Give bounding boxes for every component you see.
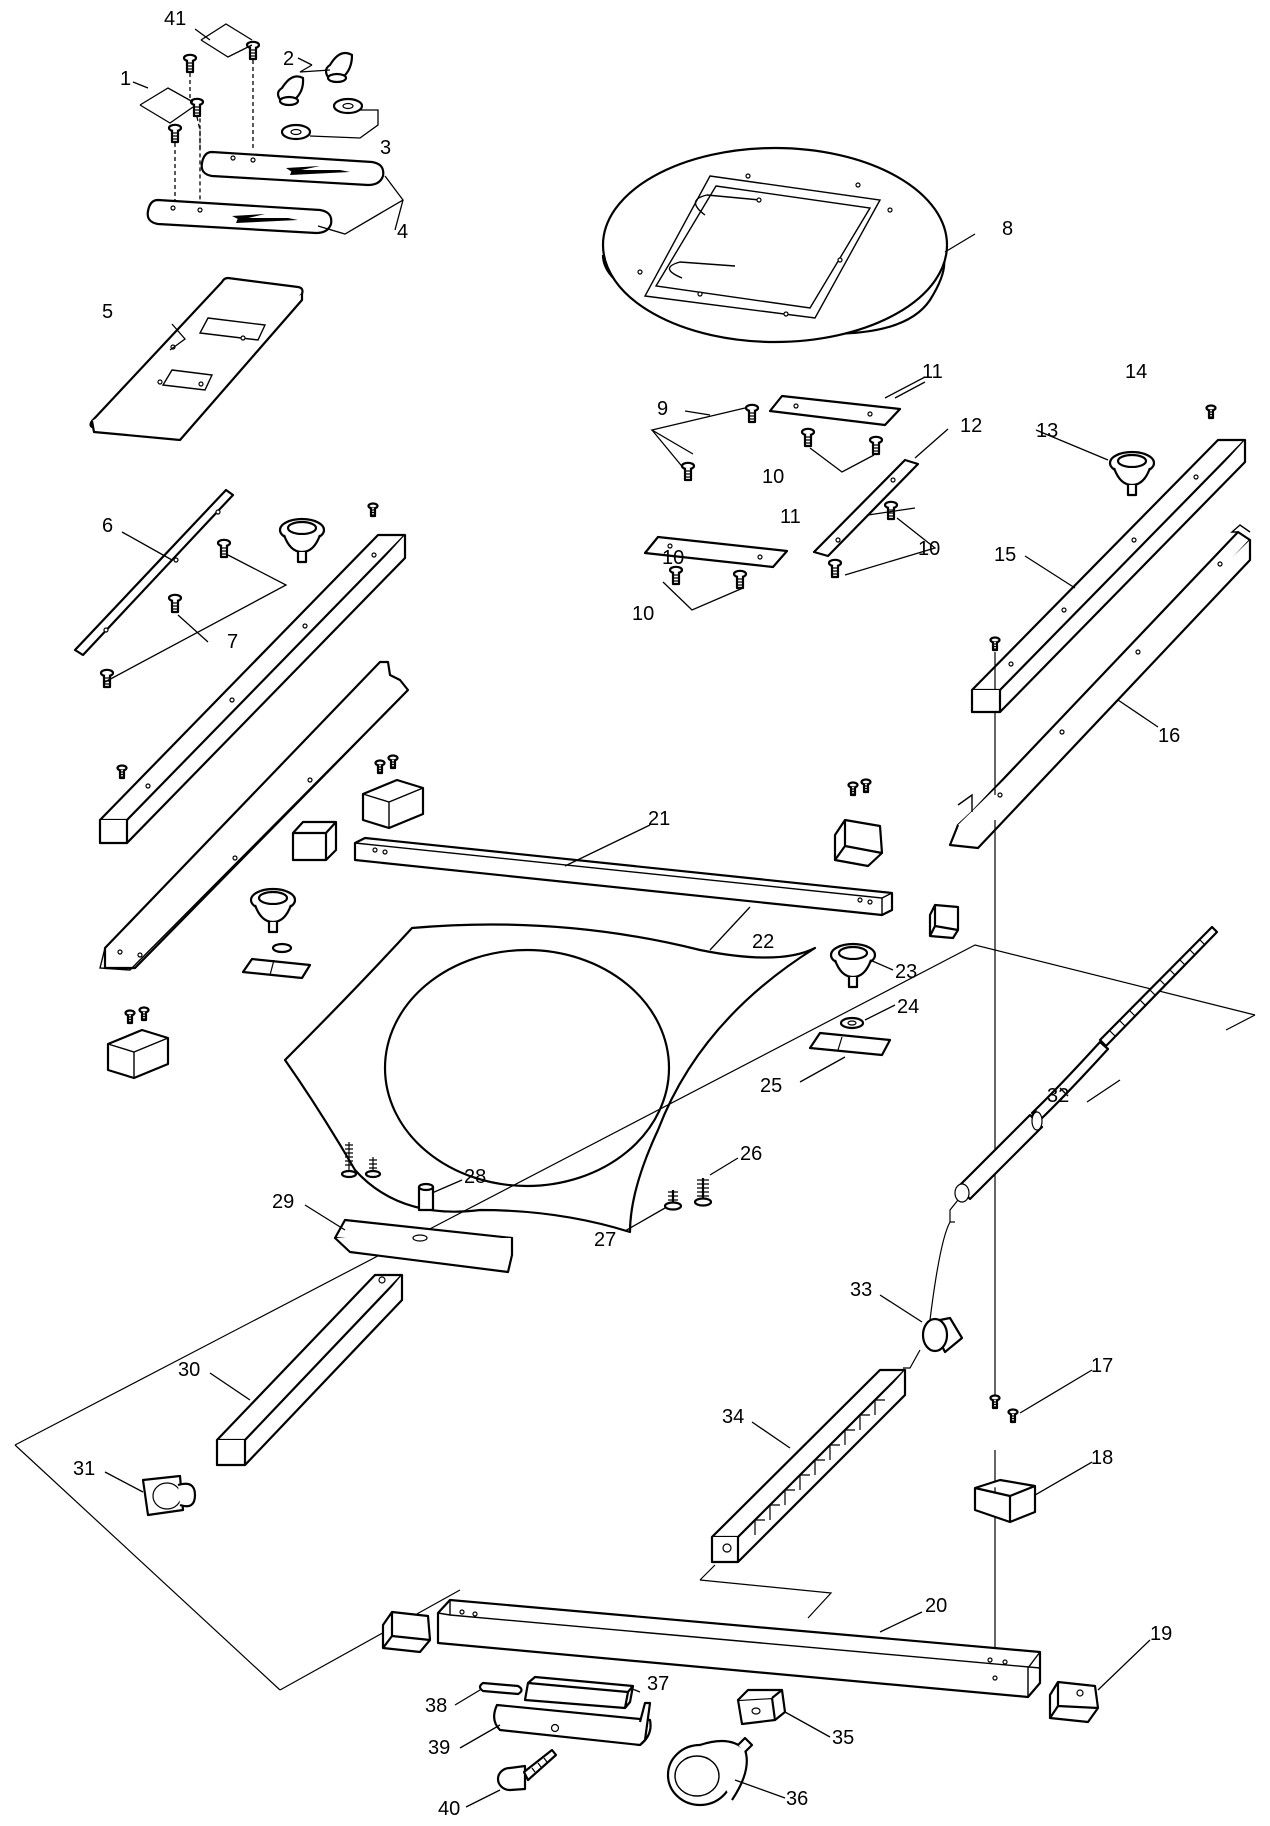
callout-31: 31 [73,1458,95,1480]
callout-38: 38 [425,1695,447,1717]
part-24-washer [839,1016,865,1030]
part-21-crossbar [353,836,894,917]
callout-7: 7 [227,631,238,653]
part-19-end-cap [1048,1680,1100,1724]
part-40-thumb-screw [496,1748,558,1792]
left-upper-rail [98,502,407,845]
right-blocks [833,778,960,940]
callout-labels: 41 1 2 3 4 5 6 7 8 9 10 11 12 13 14 15 1… [73,8,1180,1820]
callout-5: 5 [102,301,113,323]
part-22-mat [283,923,817,1234]
part-4-slotted-plates [146,150,404,235]
left-end-cap [381,1610,432,1654]
callout-33: 33 [850,1279,872,1301]
part-12-bracket-vertical [812,458,937,579]
callout-10-b: 10 [918,538,940,560]
part-18-block [973,1394,1037,1524]
callout-25: 25 [760,1075,782,1097]
part-14-screw [1205,404,1217,420]
callout-16: 16 [1158,725,1180,747]
left-foot [278,517,326,564]
callout-14: 14 [1125,361,1147,383]
part-15-rail [970,438,1247,714]
mid-foot [241,887,312,980]
callout-20: 20 [925,1595,947,1617]
callout-36: 36 [786,1788,808,1810]
part-1-screws [139,87,205,210]
part-17-screw [1007,1408,1019,1424]
part-8-round-table [601,146,949,344]
part-32-threaded-rod [954,925,1219,1203]
part-41-screws [182,23,261,210]
part-33-bushing [903,1316,964,1369]
callout-17: 17 [1091,1355,1113,1377]
callout-32: 32 [1047,1085,1069,1107]
part-39-clamp [493,1701,652,1747]
callout-8: 8 [1002,218,1013,240]
part-9-screws [650,403,760,482]
callout-34: 34 [722,1406,744,1428]
part-31-knob [141,1474,197,1517]
part-11-bracket-upper [768,394,902,427]
part-28-pin [417,1182,435,1212]
callout-4: 4 [397,221,408,243]
part-6-bracket [73,488,235,657]
callout-9: 9 [657,398,668,420]
part-7-screws [99,538,288,689]
guide-line-32-33 [929,1199,959,1321]
left-channel-rail [99,660,410,971]
part-30-bar [215,1273,404,1467]
part-11-bracket-lower [643,535,789,611]
callout-9-screws-b: 10 [662,547,684,569]
callout-22: 22 [752,931,774,953]
part-2-wing-nuts [276,51,354,107]
callout-18: 18 [1091,1447,1113,1469]
part-25-plate [808,1031,892,1057]
callout-1: 1 [120,68,131,90]
callout-21: 21 [648,808,670,830]
callout-26: 26 [740,1143,762,1165]
callout-23: 23 [895,961,917,983]
callout-35: 35 [832,1727,854,1749]
part-36-knob [666,1736,754,1807]
callout-12: 12 [960,415,982,437]
callout-2: 2 [283,48,294,70]
part-26-27-screws [340,1142,713,1211]
callout-19: 19 [1150,1623,1172,1645]
callout-29: 29 [272,1191,294,1213]
part-3-washers [280,97,379,141]
callout-13: 13 [1036,420,1058,442]
part-10-screws-a [800,427,884,473]
callout-11-b: 11 [780,506,801,528]
part-38-pin [478,1681,523,1696]
callout-10-c: 10 [632,603,654,625]
part-23-foot [829,942,877,989]
callout-3: 3 [380,137,391,159]
callout-leaders [104,28,1159,1808]
callout-24: 24 [897,996,919,1018]
callout-6: 6 [102,515,113,537]
callout-41: 41 [164,8,186,30]
part-29-clip [333,1218,514,1274]
callout-39: 39 [428,1737,450,1759]
part-16-channel-rail [948,524,1252,850]
callout-11-a: 11 [922,361,943,383]
rail-screw [989,636,1001,795]
callout-37: 37 [647,1673,669,1695]
callout-40: 40 [438,1798,460,1820]
callout-28: 28 [464,1166,486,1188]
part-5-base-plate [89,276,304,442]
callout-30: 30 [178,1359,200,1381]
part-34-rack-bar [699,1368,907,1619]
part-20-bottom-bar [436,1598,1042,1699]
callout-15: 15 [994,544,1016,566]
part-37-pad [523,1675,635,1710]
part-35-bracket [736,1688,787,1726]
left-blocks [106,754,425,1080]
callout-27: 27 [594,1229,616,1251]
part-13-foot [1108,450,1156,497]
callout-10-a: 10 [762,466,784,488]
